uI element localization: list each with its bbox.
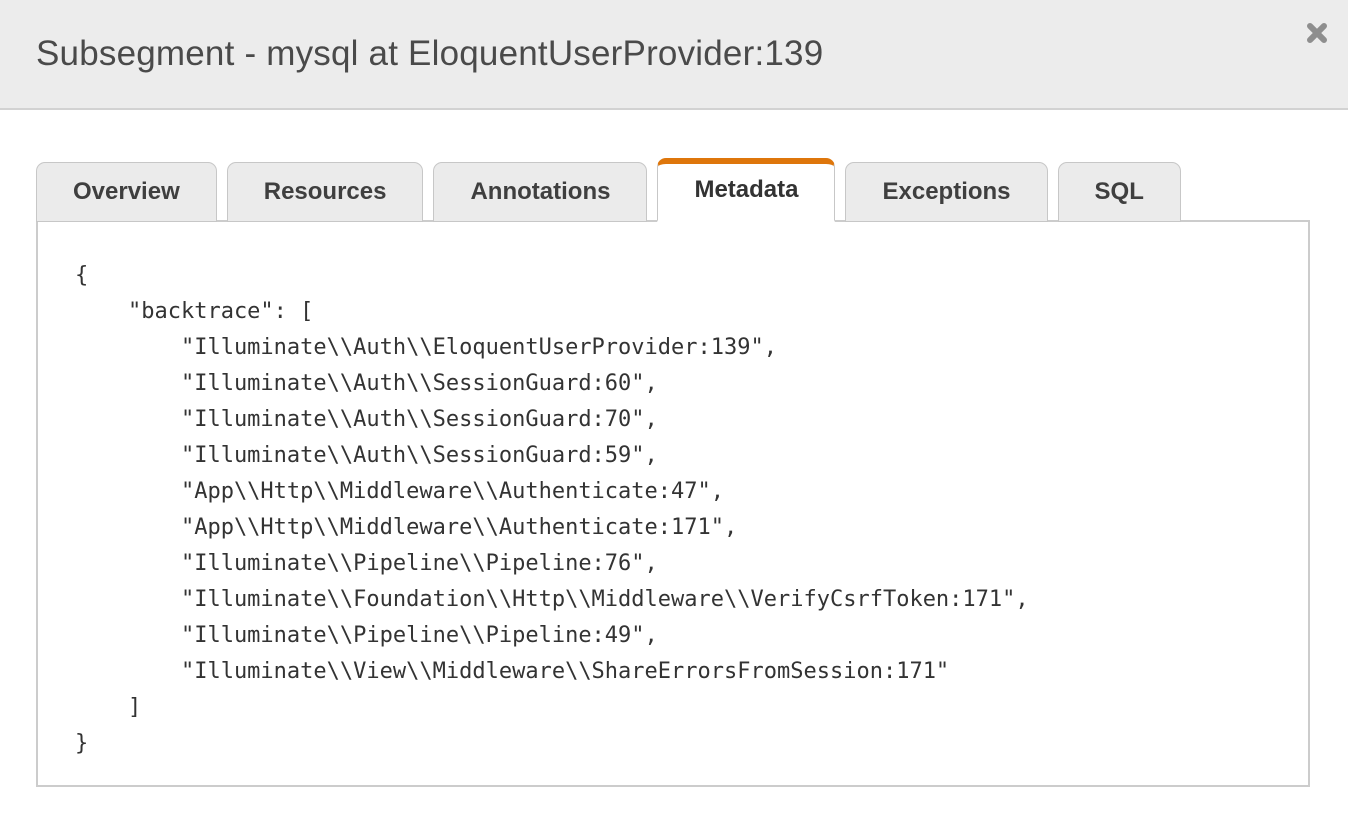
- tab-annotations[interactable]: Annotations: [433, 162, 648, 222]
- tab-sql[interactable]: SQL: [1057, 162, 1181, 222]
- tab-exceptions[interactable]: Exceptions: [845, 162, 1048, 222]
- modal-header: Subsegment - mysql at EloquentUserProvid…: [0, 0, 1348, 110]
- tab-metadata[interactable]: Metadata: [657, 158, 836, 222]
- metadata-json: { "backtrace": [ "Illuminate\\Auth\\Eloq…: [75, 263, 1029, 756]
- tab-resources[interactable]: Resources: [226, 162, 424, 222]
- tab-overview[interactable]: Overview: [36, 162, 217, 222]
- close-button[interactable]: [1298, 14, 1336, 52]
- close-icon: [1304, 20, 1330, 46]
- modal-title: Subsegment - mysql at EloquentUserProvid…: [36, 34, 824, 73]
- metadata-panel: { "backtrace": [ "Illuminate\\Auth\\Eloq…: [36, 220, 1310, 787]
- subsegment-detail-modal: Subsegment - mysql at EloquentUserProvid…: [0, 0, 1348, 787]
